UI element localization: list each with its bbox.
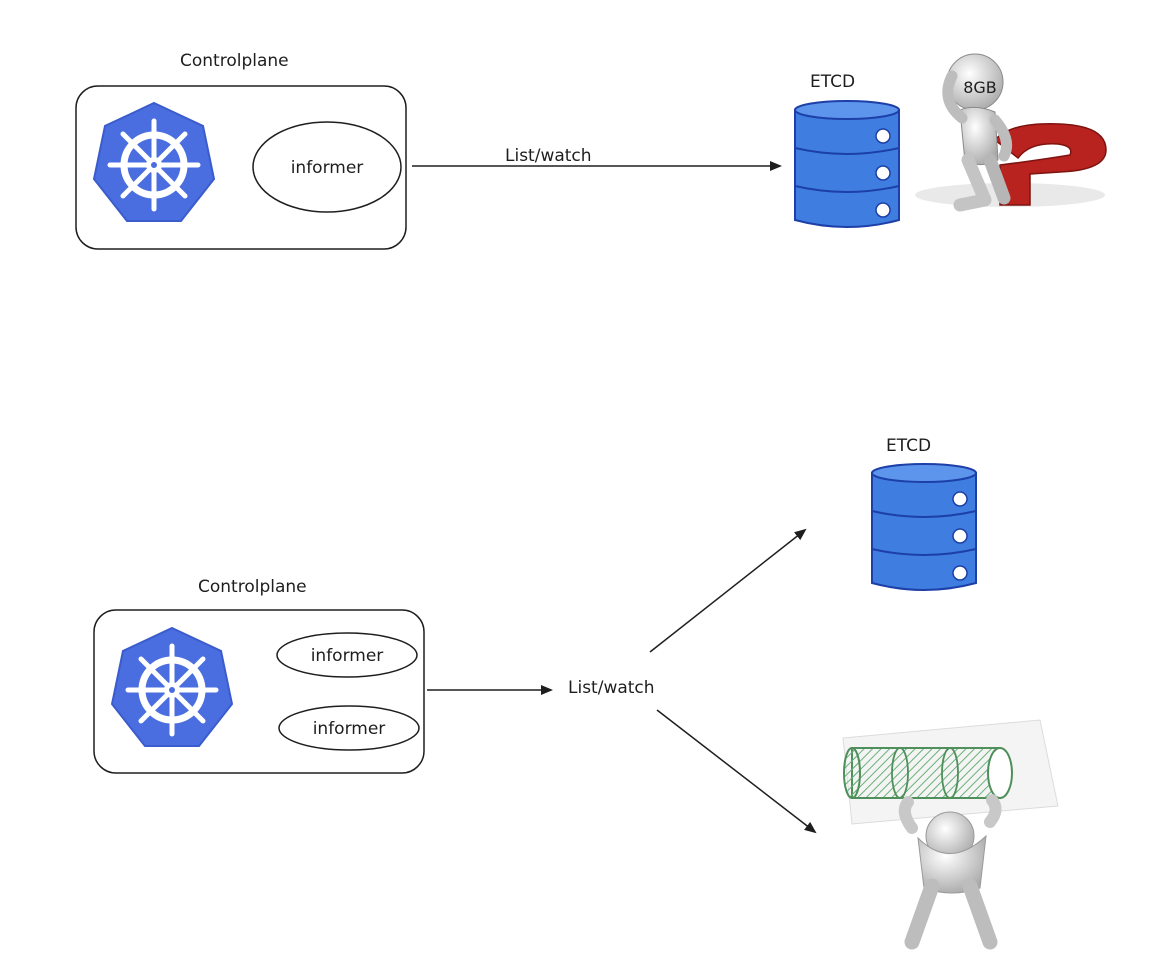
top-list-watch-label: List/watch: [505, 146, 592, 166]
bottom-controlplane-label: Controlplane: [198, 577, 307, 597]
bottom-informer-2-label: informer: [313, 719, 386, 739]
bottom-informer-2-ellipse[interactable]: [278, 705, 420, 751]
database-icon: [794, 100, 900, 228]
confused-figure-icon: 8GB: [900, 53, 1110, 212]
top-informer-ellipse[interactable]: [252, 121, 402, 213]
bottom-controlplane-box[interactable]: [93, 609, 425, 774]
top-controlplane-box[interactable]: [75, 85, 407, 250]
bottom-informer-1-ellipse[interactable]: [276, 632, 418, 678]
kubernetes-logo-icon: [110, 626, 234, 747]
kubernetes-logo-icon: [92, 101, 216, 222]
bottom-etcd-label: ETCD: [886, 436, 931, 456]
bottom-arrow-to-etcd: [649, 528, 807, 653]
top-section: Controlplane informer List/watch ETCD: [75, 51, 1110, 250]
bottom-arrow-to-cache: [656, 709, 817, 834]
bottom-section: Controlplane informer informer List/watc…: [93, 436, 1060, 950]
top-controlplane-label: Controlplane: [180, 51, 289, 71]
database-icon: [871, 463, 977, 591]
size-badge: 8GB: [963, 78, 997, 97]
bottom-informer-1-label: informer: [311, 646, 384, 666]
top-etcd-label: ETCD: [810, 72, 855, 92]
bottom-list-watch-label: List/watch: [568, 678, 655, 698]
figure-holding-cylinder-icon: [820, 712, 1060, 950]
top-informer-label: informer: [291, 158, 364, 178]
